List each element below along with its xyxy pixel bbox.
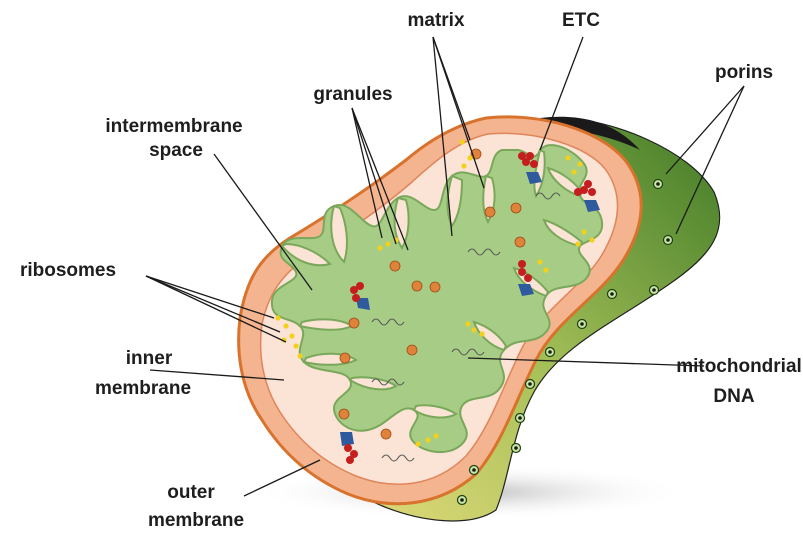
label-intermembrane: intermembrane (105, 116, 242, 137)
label-etc: ETC (562, 10, 600, 31)
label-dna: DNA (713, 386, 754, 407)
label-mitochondrial: mitochondrial (676, 356, 802, 377)
label-inner: inner (126, 348, 173, 369)
label-granules: granules (313, 84, 392, 105)
label-outer: outer (167, 482, 215, 503)
label-matrix: matrix (407, 10, 464, 31)
label-porins: porins (715, 62, 773, 83)
label-inner-membrane: membrane (95, 378, 191, 399)
label-outer-membrane: membrane (148, 510, 244, 531)
label-ribosomes: ribosomes (20, 260, 116, 281)
label-intermembrane-space: space (149, 140, 203, 161)
